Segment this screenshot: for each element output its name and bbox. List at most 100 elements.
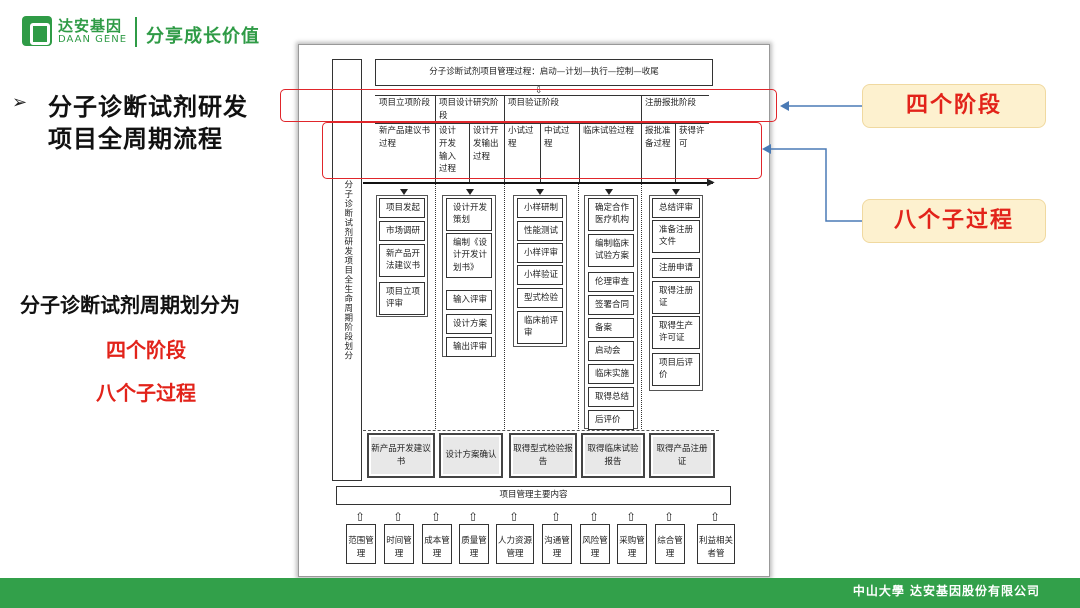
column-2-item: 设计开发策划 bbox=[446, 198, 492, 231]
stages-highlight bbox=[280, 89, 777, 122]
table-line bbox=[375, 95, 709, 96]
mgmt-item: 人力资源管理 bbox=[496, 524, 534, 564]
doc-top-title: 分子诊断试剂项目管理过程：启动—计划—执行—控制—收尾 bbox=[375, 59, 713, 86]
subprocess-4: 小试过程 bbox=[508, 126, 534, 149]
column-5-item: 取得生产许可证 bbox=[652, 316, 700, 349]
subprocess-1: 新产品建议书过程 bbox=[379, 126, 431, 149]
up-arrow-icon: ⇧ bbox=[589, 510, 600, 524]
table-line bbox=[540, 123, 541, 182]
subprocesses-highlight bbox=[322, 122, 762, 179]
column-1-item: 市场调研 bbox=[379, 221, 425, 242]
column-5-item: 准备注册文件 bbox=[652, 220, 700, 253]
column-1-item: 项目立项评审 bbox=[379, 282, 425, 315]
column-separator bbox=[641, 184, 642, 429]
summary-eight-subprocesses: 八个子过程 bbox=[96, 381, 196, 405]
mgmt-item: 时间管理 bbox=[384, 524, 414, 564]
mgmt-item: 利益相关者管 bbox=[697, 524, 735, 564]
column-5-frame bbox=[649, 195, 703, 391]
up-arrow-icon: ⇧ bbox=[551, 510, 562, 524]
column-3-item: 性能测试 bbox=[517, 221, 563, 242]
up-arrow-icon: ⇧ bbox=[664, 510, 675, 524]
column-3-item: 小样验证 bbox=[517, 265, 563, 286]
footer-bar bbox=[0, 578, 1080, 608]
summary-four-stages: 四个阶段 bbox=[106, 338, 186, 362]
timeline-line bbox=[363, 182, 713, 184]
column-3-item: 型式检验 bbox=[517, 288, 563, 309]
bullet-arrow-icon: ➢ bbox=[12, 92, 28, 113]
stage-4: 注册报批阶段 bbox=[645, 98, 697, 108]
callout-four-stages: 四个阶段 bbox=[862, 84, 1046, 128]
column-4-item: 确定合作医疗机构 bbox=[588, 198, 634, 231]
stage-1: 项目立项阶段 bbox=[379, 98, 431, 108]
table-line bbox=[469, 123, 470, 182]
column-5-item: 项目后评价 bbox=[652, 353, 700, 386]
up-arrow-icon: ⇧ bbox=[431, 510, 442, 524]
logo-chinese-text: 达安基因 bbox=[58, 17, 123, 35]
subprocess-8: 获得许可 bbox=[679, 126, 705, 149]
subprocess-2: 设计开发输入过程 bbox=[439, 126, 457, 175]
mgmt-item: 综合管理 bbox=[655, 524, 685, 564]
mgmt-item: 范围管理 bbox=[346, 524, 376, 564]
subprocess-6: 临床试验过程 bbox=[583, 126, 635, 136]
column-4-item: 后评价 bbox=[588, 410, 634, 431]
down-arrow-icon bbox=[672, 189, 680, 195]
slogan: 分享成长价值 bbox=[146, 26, 260, 47]
column-4-item: 签署合同 bbox=[588, 295, 634, 316]
subprocess-5: 中试过程 bbox=[544, 126, 570, 149]
column-5-item: 注册申请 bbox=[652, 258, 700, 279]
callout-eight-subprocesses: 八个子过程 bbox=[862, 199, 1046, 243]
footer-company: 中山大學 达安基因股份有限公司 bbox=[852, 584, 1040, 598]
stage-2: 项目设计研究阶段 bbox=[439, 98, 499, 121]
down-arrow-icon bbox=[536, 189, 544, 195]
column-4-item: 编制临床试验方案 bbox=[588, 234, 634, 267]
column-separator bbox=[504, 184, 505, 429]
up-arrow-icon: ⇧ bbox=[626, 510, 637, 524]
table-line bbox=[641, 95, 642, 182]
up-arrow-icon: ⇧ bbox=[393, 510, 404, 524]
mgmt-item: 成本管理 bbox=[422, 524, 452, 564]
up-arrow-icon: ⇧ bbox=[468, 510, 479, 524]
column-5-item: 取得注册证 bbox=[652, 281, 700, 314]
table-line bbox=[675, 123, 676, 182]
column-2-item: 输入评审 bbox=[446, 290, 492, 311]
column-1-item: 新产品开法建议书 bbox=[379, 244, 425, 277]
mgmt-item: 采购管理 bbox=[617, 524, 647, 564]
subprocess-3: 设计开发输出过程 bbox=[473, 126, 499, 162]
column-2-item: 设计方案 bbox=[446, 314, 492, 335]
up-arrow-icon: ⇧ bbox=[355, 510, 366, 524]
mgmt-item: 沟通管理 bbox=[542, 524, 572, 564]
column-3-item: 临床前评审 bbox=[517, 311, 563, 344]
column-4-item: 备案 bbox=[588, 318, 634, 339]
outputs-border bbox=[363, 430, 719, 431]
subprocesses-connector-arrowhead-icon bbox=[762, 144, 771, 154]
table-line bbox=[579, 123, 580, 182]
down-arrow-icon bbox=[605, 189, 613, 195]
output-box: 新产品开发建议书 bbox=[367, 433, 435, 478]
table-line bbox=[375, 123, 709, 124]
timeline-arrowhead-icon: ▶ bbox=[707, 177, 715, 188]
output-box: 设计方案确认 bbox=[439, 433, 503, 478]
column-4-item: 启动会 bbox=[588, 341, 634, 362]
subprocess-7: 报批准备过程 bbox=[645, 126, 671, 149]
stage-3: 项目验证阶段 bbox=[508, 98, 560, 108]
output-box: 取得产品注册证 bbox=[649, 433, 715, 478]
down-arrow-icon bbox=[400, 189, 408, 195]
flowchart-document: 分子诊断试剂项目管理过程：启动—计划—执行—控制—收尾 ⇩ 分子诊断试剂研发项目… bbox=[298, 44, 770, 577]
column-1-item: 项目发起 bbox=[379, 198, 425, 219]
doc-side-title: 分子诊断试剂研发项目全生命周期阶段划分 bbox=[332, 59, 362, 481]
column-4-item: 取得总结 bbox=[588, 387, 634, 408]
output-box: 取得临床试验报告 bbox=[581, 433, 645, 478]
up-arrow-icon: ⇧ bbox=[710, 510, 721, 524]
table-line bbox=[435, 95, 436, 182]
slide-title-line2: 项目全周期流程 bbox=[48, 125, 223, 153]
slide-title-line1: 分子诊断试剂研发 bbox=[48, 93, 248, 121]
mgmt-item: 风险管理 bbox=[580, 524, 610, 564]
column-2-item: 编制《设计开发计划书》 bbox=[446, 233, 492, 278]
table-line bbox=[504, 95, 505, 182]
column-2-item: 输出评审 bbox=[446, 337, 492, 358]
daan-gene-logo-icon bbox=[22, 16, 52, 46]
column-3-item: 小样评审 bbox=[517, 243, 563, 264]
column-5-item: 总结评审 bbox=[652, 198, 700, 219]
mgmt-item: 质量管理 bbox=[459, 524, 489, 564]
